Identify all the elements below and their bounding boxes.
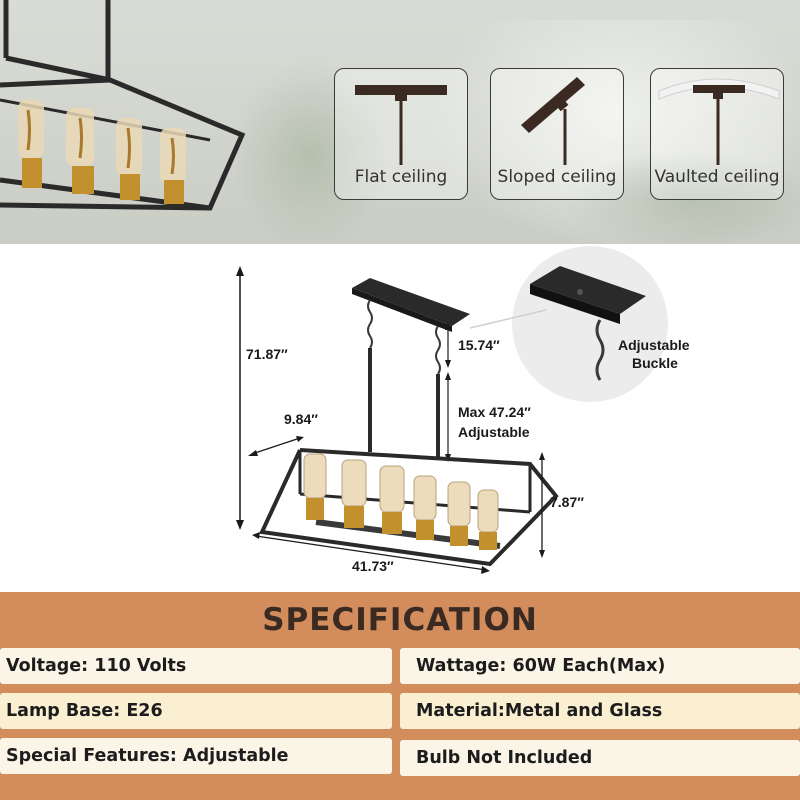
- mount-option-label: Vaulted ceiling: [654, 167, 780, 187]
- dimension-total-height: 71.87″: [246, 346, 288, 362]
- callout-label-line2: Buckle: [632, 355, 678, 371]
- spec-cell: Wattage: 60W Each(Max): [400, 648, 800, 684]
- chandelier-photo: [0, 0, 246, 211]
- spec-table: Voltage: 110 Volts Wattage: 60W Each(Max…: [0, 646, 800, 800]
- mount-option-label: Sloped ceiling: [497, 167, 617, 187]
- spec-header: SPECIFICATION: [0, 592, 800, 652]
- spec-cell: Bulb Not Included: [400, 740, 800, 776]
- spec-cell: Material:Metal and Glass: [400, 693, 800, 729]
- hero-photo: Flat ceiling Sloped ceiling Vaulted ceil…: [0, 0, 800, 244]
- mount-option-label: Flat ceiling: [354, 167, 448, 187]
- sloped-ceiling-icon: [521, 77, 585, 165]
- dimension-chain-adjustable: Adjustable: [458, 424, 530, 440]
- spec-title: SPECIFICATION: [262, 602, 538, 638]
- flat-ceiling-icon: [355, 85, 447, 165]
- mount-option-flat: Flat ceiling: [334, 68, 468, 200]
- spec-cell: Lamp Base: E26: [0, 693, 392, 729]
- spec-cell: Voltage: 110 Volts: [0, 648, 392, 684]
- dimension-canopy-drop: 15.74″: [458, 337, 500, 353]
- callout-label-line1: Adjustable: [618, 337, 690, 353]
- dimension-fixture-height: 7.87″: [550, 494, 584, 510]
- vaulted-ceiling-icon: [658, 78, 780, 165]
- chandelier-drawing: [236, 246, 668, 574]
- dimension-chain-max: Max 47.24″: [458, 404, 531, 420]
- dimension-diagram: 71.87″ 15.74″ Max 47.24″ Adjustable 9.84…: [0, 244, 800, 592]
- spec-cell: Special Features: Adjustable: [0, 738, 392, 774]
- mount-option-vaulted: Vaulted ceiling: [650, 68, 784, 200]
- dimension-depth: 9.84″: [284, 411, 318, 427]
- mount-option-sloped: Sloped ceiling: [490, 68, 624, 200]
- dimension-length: 41.73″: [352, 558, 394, 574]
